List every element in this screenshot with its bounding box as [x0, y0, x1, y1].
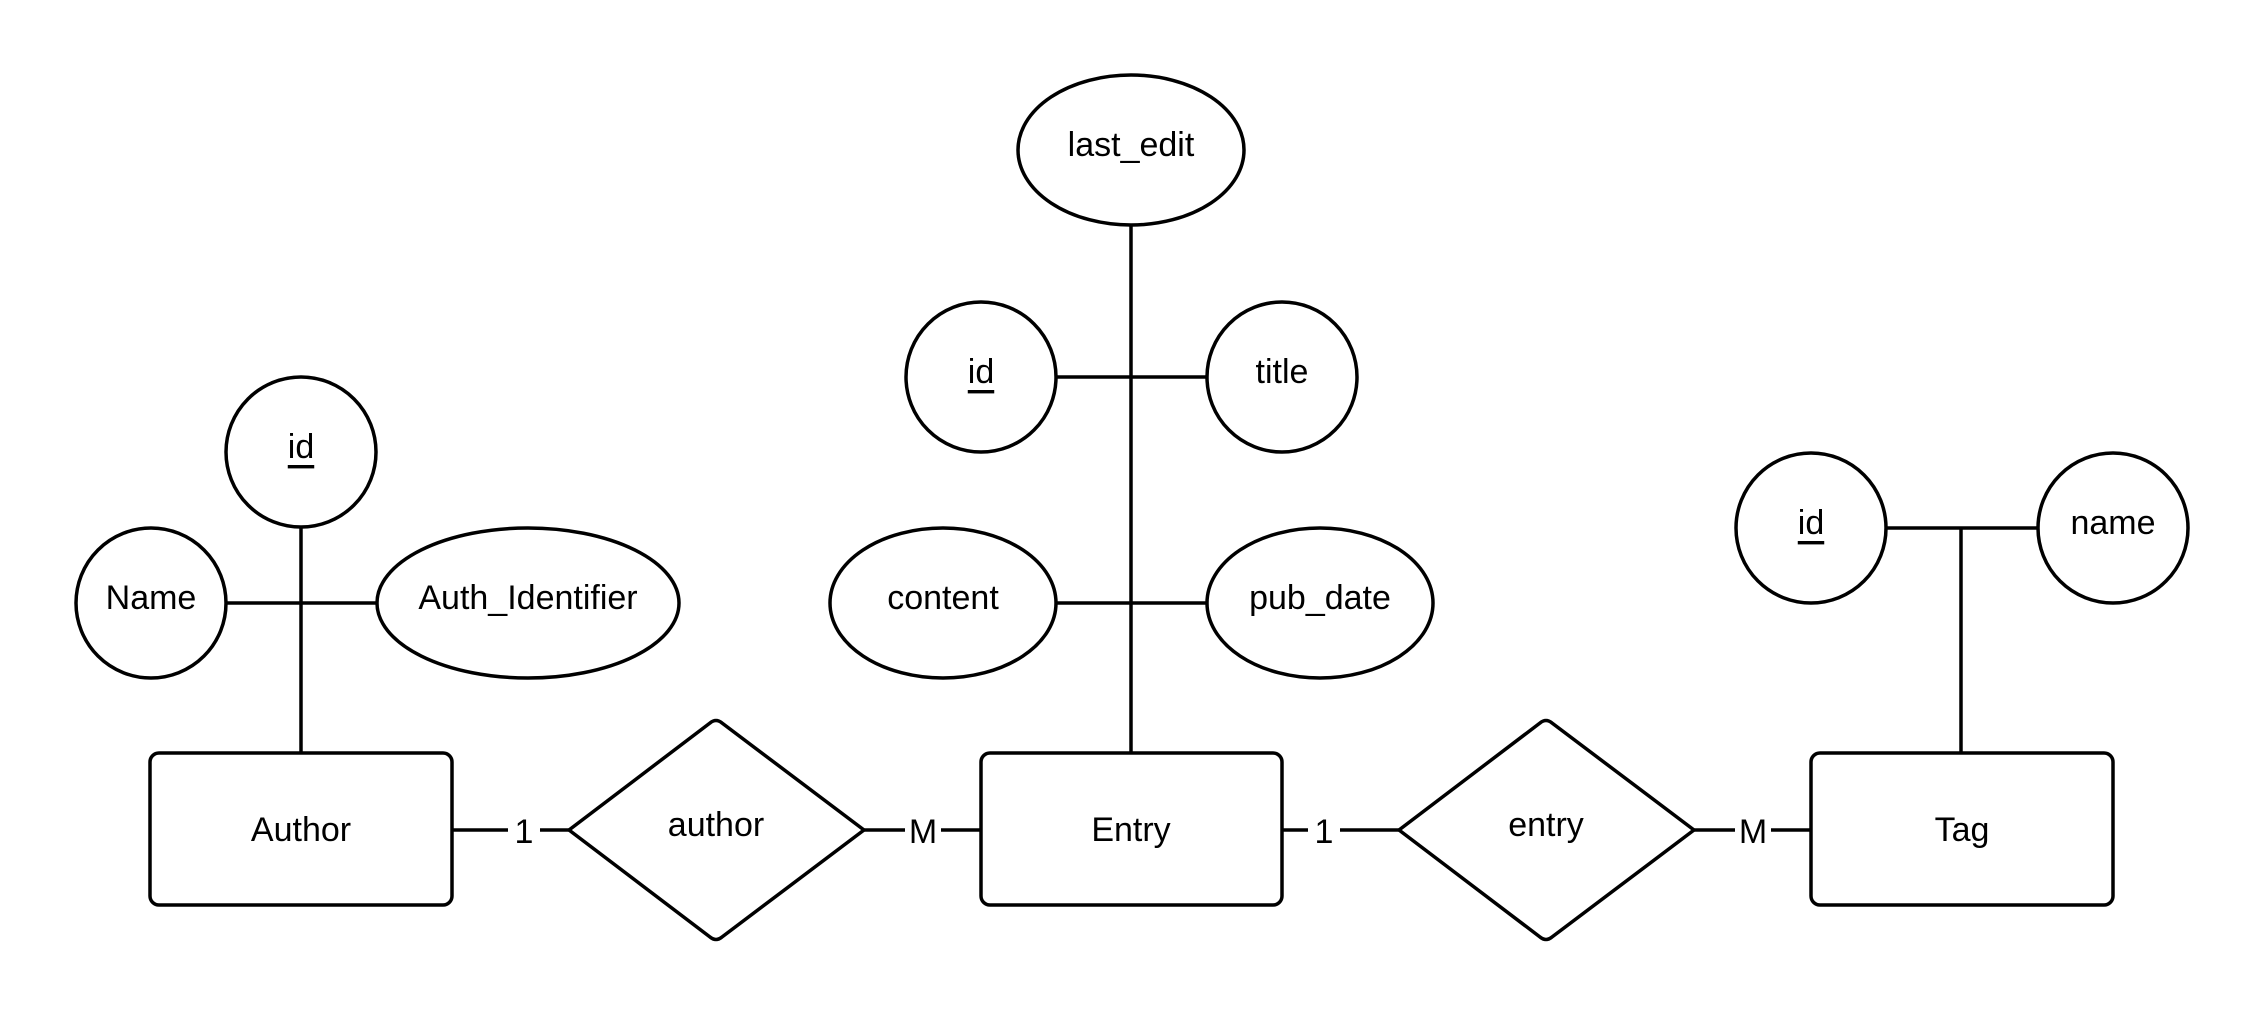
- author-name-attribute[interactable]: Name: [74, 526, 228, 680]
- entry-pub-date-label: pub_date: [1249, 579, 1391, 617]
- tag-id-attribute[interactable]: id: [1734, 451, 1888, 605]
- author-name-label: Name: [106, 579, 197, 617]
- entry-id-label: id: [968, 353, 994, 391]
- tag-name-label: name: [2070, 504, 2155, 542]
- entry-title-attribute[interactable]: title: [1205, 300, 1359, 454]
- connectors: [226, 226, 2037, 832]
- author-entity[interactable]: Author: [148, 751, 454, 907]
- entry-title-label: title: [1256, 353, 1309, 391]
- entry-last-edit-label: last_edit: [1068, 126, 1195, 164]
- entry-last-edit-attribute[interactable]: last_edit: [1016, 73, 1246, 227]
- author-id-label: id: [288, 428, 314, 466]
- entry-entity-label: Entry: [1091, 811, 1170, 849]
- entry-content-label: content: [887, 579, 999, 617]
- cardinality-tag-side: M: [1739, 813, 1767, 851]
- tag-id-label: id: [1798, 504, 1824, 542]
- author-id-attribute[interactable]: id: [224, 375, 378, 529]
- cardinality-entry-side-author-rel: M: [909, 813, 937, 851]
- tag-entity-label: Tag: [1935, 811, 1990, 849]
- entry-relationship-label: entry: [1508, 806, 1584, 844]
- entry-id-attribute[interactable]: id: [904, 300, 1058, 454]
- tag-entity[interactable]: Tag: [1809, 751, 2115, 907]
- cardinality-entry-side-entry-rel: 1: [1315, 813, 1334, 851]
- tag-name-attribute[interactable]: name: [2036, 451, 2190, 605]
- author-relationship[interactable]: author: [567, 718, 866, 942]
- author-auth-identifier-attribute[interactable]: Auth_Identifier: [375, 526, 681, 680]
- entry-pub-date-attribute[interactable]: pub_date: [1205, 526, 1435, 680]
- entry-entity[interactable]: Entry: [979, 751, 1284, 907]
- author-auth-identifier-label: Auth_Identifier: [418, 579, 637, 617]
- entry-content-attribute[interactable]: content: [828, 526, 1058, 680]
- cardinality-author-side: 1: [515, 813, 534, 851]
- author-relationship-label: author: [668, 806, 764, 844]
- entry-relationship[interactable]: entry: [1397, 718, 1696, 942]
- cardinality-labels: 1 M 1 M: [508, 812, 1771, 851]
- author-entity-label: Author: [251, 811, 351, 849]
